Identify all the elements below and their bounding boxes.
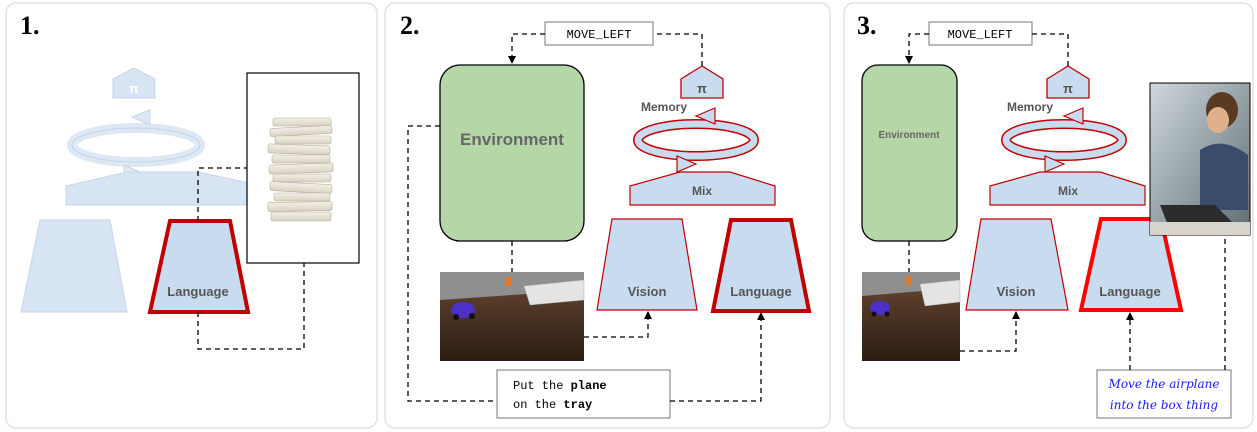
language-encoder [147,219,251,314]
panel-1-number: 1. [20,11,40,40]
mix-block [629,171,776,206]
panel-3-number: 3. [857,11,877,40]
handwritten-line-1: Move the airplane [1108,377,1220,391]
memory-label-3: Memory [1007,100,1053,114]
mix-block-3 [989,171,1146,206]
action-label-3: MOVE_LEFT [948,28,1013,42]
language-label-3: Language [1099,284,1160,299]
language-encoder-3 [1078,217,1184,312]
person-photo [1149,82,1251,236]
environment-block-3 [861,64,958,242]
policy-head-faded [112,67,156,99]
memory-loop [633,107,759,173]
vision-label-3: Vision [997,284,1036,299]
panel-2: 2. MOVE_LEFT Environment π Memory Mix Vi… [384,2,831,429]
panel-3-connectors [905,33,1226,370]
policy-label-faded: π [129,81,139,96]
mix-label: Mix [692,184,712,198]
paper-stack-image [246,72,360,264]
environment-label: Environment [460,130,564,149]
policy-label: π [697,81,707,96]
policy-head-3 [1046,65,1090,99]
environment-observation-image-3 [862,272,961,361]
vision-encoder-3 [965,218,1069,311]
handwritten-instruction-box [1096,369,1232,419]
panel-1: 1. π Language [5,2,378,429]
action-label: MOVE_LEFT [567,28,632,42]
vision-encoder [596,218,698,311]
vision-label: Vision [628,284,667,299]
mix-label-3: Mix [1058,184,1078,198]
language-encoder-2 [710,218,812,313]
environment-label-3: Environment [878,130,940,141]
policy-label-3: π [1063,81,1073,96]
memory-label: Memory [641,100,687,114]
instruction-line-1: Put the plane [513,379,607,393]
policy-head [680,65,724,99]
environment-block [439,64,585,242]
vision-encoder-faded [20,219,128,313]
environment-observation-image [440,272,585,361]
panel-2-number: 2. [400,11,420,40]
language-label-2: Language [730,284,791,299]
language-label: Language [167,284,228,299]
panel-1-connectors [197,167,305,350]
handwritten-line-2: into the box thing [1110,398,1219,412]
instruction-line-2: on the tray [513,398,592,412]
instruction-box [496,369,671,419]
memory-loop-3 [1001,107,1127,173]
panel-3: 3. MOVE_LEFT Environment π Memory Mix Vi… [843,2,1254,429]
panel-2-connectors [407,33,765,402]
